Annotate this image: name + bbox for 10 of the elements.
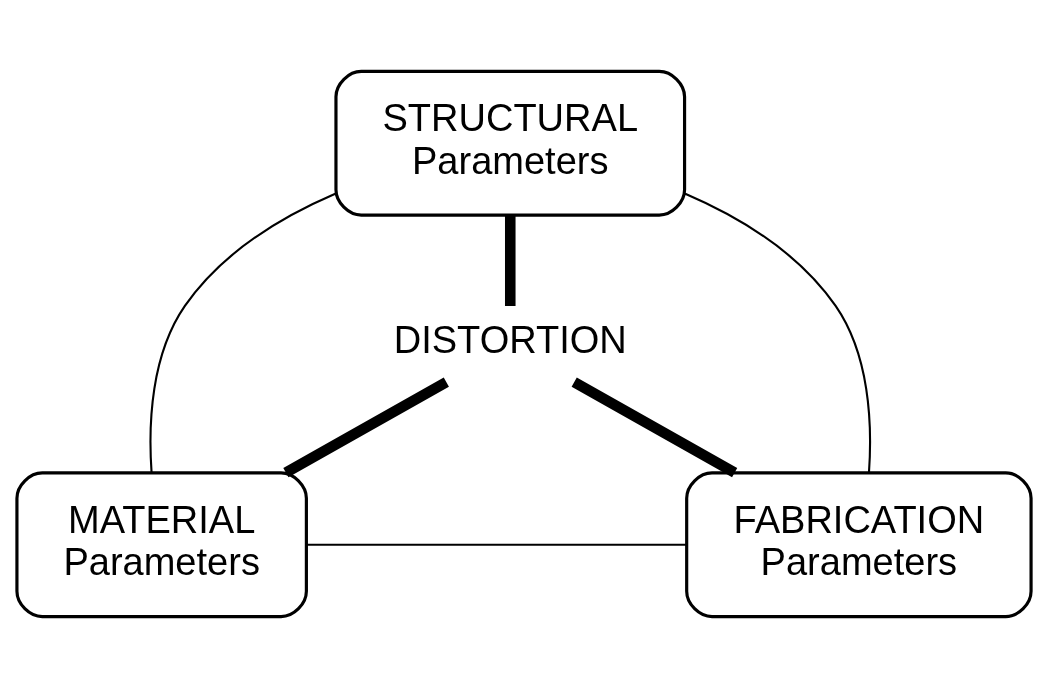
node-text: DISTORTION bbox=[393, 319, 627, 362]
node-box: STRUCTURAL Parameters bbox=[334, 69, 687, 217]
connector bbox=[571, 377, 738, 478]
connector bbox=[149, 192, 337, 473]
connector bbox=[283, 377, 449, 478]
node-box: FABRICATION Parameters bbox=[685, 471, 1033, 619]
connector bbox=[505, 215, 516, 306]
node-box: MATERIAL Parameters bbox=[15, 471, 308, 619]
connector bbox=[306, 543, 687, 546]
connector bbox=[684, 192, 872, 473]
